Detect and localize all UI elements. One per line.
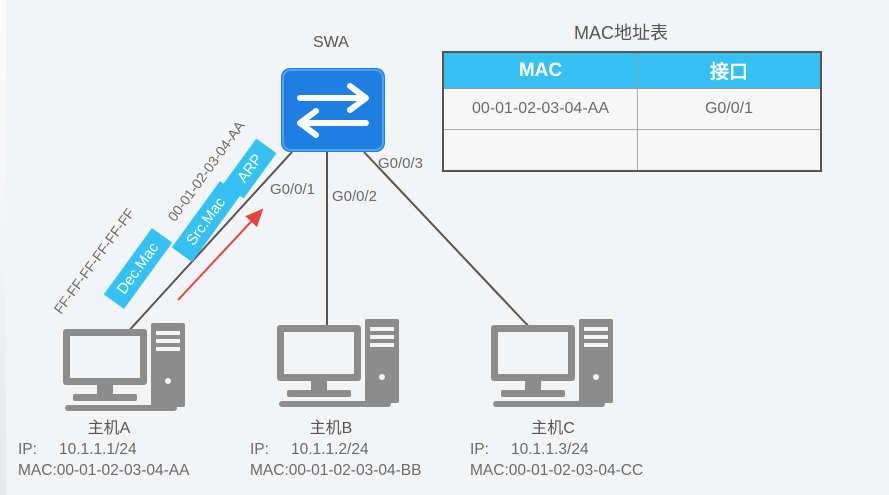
port-label-g0-0-3: G0/0/3 bbox=[378, 155, 424, 172]
host-c-info: IP: 10.1.1.3/24 MAC:00-01-02-03-04-CC bbox=[470, 439, 643, 481]
switch-icon bbox=[281, 68, 385, 152]
host-b-computer-icon bbox=[277, 319, 399, 407]
table-cell-mac: 00-01-02-03-04-AA bbox=[442, 88, 638, 130]
port-label-g0-0-1: G0/0/1 bbox=[270, 181, 316, 198]
frame-direction-arrow bbox=[177, 208, 264, 301]
host-a-info: IP: 10.1.1.1/24 MAC:00-01-02-03-04-AA bbox=[18, 439, 189, 481]
host-c-mac: 00-01-02-03-04-CC bbox=[508, 462, 644, 479]
host-b-name: 主机B bbox=[309, 420, 353, 437]
port-label-g0-0-2: G0/0/2 bbox=[332, 188, 378, 205]
host-c-computer-icon bbox=[491, 319, 613, 407]
host-a-name: 主机A bbox=[87, 420, 131, 437]
table-row bbox=[442, 129, 822, 172]
host-b-mac: 00-01-02-03-04-BB bbox=[288, 462, 422, 479]
mac-label: MAC: bbox=[18, 462, 57, 479]
link-g0-0-3 bbox=[363, 151, 533, 331]
host-c-name: 主机C bbox=[531, 420, 575, 437]
host-a-computer-icon bbox=[63, 323, 185, 411]
mac-label: MAC: bbox=[250, 462, 289, 479]
table-cell-interface: G0/0/1 bbox=[637, 88, 822, 130]
ip-label: IP: bbox=[250, 441, 269, 458]
column-header-interface: 接口 bbox=[637, 51, 822, 89]
column-header-mac: MAC bbox=[442, 51, 638, 89]
ip-label: IP: bbox=[470, 441, 489, 458]
ip-label: IP: bbox=[18, 441, 37, 458]
table-row: 00-01-02-03-04-AA G0/0/1 bbox=[442, 88, 822, 130]
host-b-ip: 10.1.1.2/24 bbox=[291, 441, 369, 458]
table-cell-mac bbox=[442, 129, 638, 172]
mac-address-table: MAC 接口 00-01-02-03-04-AA G0/0/1 bbox=[442, 51, 822, 172]
host-b-info: IP: 10.1.1.2/24 MAC:00-01-02-03-04-BB bbox=[250, 439, 421, 481]
mac-label: MAC: bbox=[470, 462, 509, 479]
host-c-ip: 10.1.1.3/24 bbox=[511, 441, 589, 458]
host-a-ip: 10.1.1.1/24 bbox=[59, 441, 137, 458]
table-header-row: MAC 接口 bbox=[442, 51, 822, 89]
link-g0-0-1 bbox=[124, 151, 293, 336]
mac-table-title: MAC地址表 bbox=[574, 23, 668, 43]
switch-label: SWA bbox=[313, 34, 349, 51]
slide-edge bbox=[0, 0, 6, 495]
host-a-mac: 00-01-02-03-04-AA bbox=[56, 462, 190, 479]
table-cell-interface bbox=[637, 129, 822, 172]
